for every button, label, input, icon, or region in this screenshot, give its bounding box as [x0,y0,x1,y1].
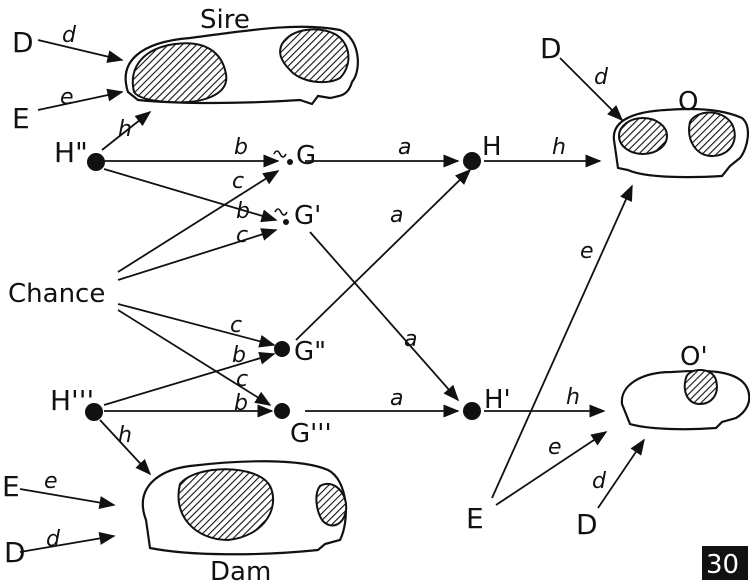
edge-h-ho: h [552,135,566,160]
edge-b-g3: b [234,391,248,416]
edge-d-o: d [594,65,609,90]
side-e-bottom: E [466,502,484,535]
dot-g [287,159,293,165]
dot-g1 [283,219,289,225]
label-g3: G''' [290,419,332,449]
arrow-e-to-sire [37,88,124,111]
edge-a-gh: a [398,135,411,160]
side-e-dam: E [2,470,20,503]
arrow-h2-to-sire [101,110,152,151]
dot-h1 [463,402,481,420]
label-g2: G" [294,337,326,367]
squiggle-g1 [274,208,288,216]
edge-b-g: b [234,135,248,160]
edge-d-dam: d [46,527,61,552]
arrow-d-to-o [559,57,624,122]
arrow-e-to-dam [19,488,116,509]
edge-c-g: c [232,169,244,194]
side-e-sire: E [12,102,30,135]
side-d-o1: D [576,508,598,541]
edge-h-dam: h [118,423,132,448]
arrows [19,39,645,553]
dot-g2 [274,341,290,357]
arrow-e-to-o [491,184,633,499]
edge-h-h1o1: h [566,385,580,410]
edge-b-g2: b [232,343,246,368]
label-o: O [678,87,698,117]
arrow-chance-to-g2 [117,303,276,348]
label-dam: Dam [210,557,271,581]
dot-h3 [85,403,103,421]
label-sire: Sire [200,5,250,35]
label-chance: Chance [8,279,105,309]
side-d-sire: D [12,26,34,59]
o-guinea-pig [612,107,749,179]
sire-guinea-pig [124,25,359,106]
node-dots [85,152,481,421]
edge-e-o1: e [548,435,562,460]
edge-a-g1h1: a [404,327,417,352]
dot-g3 [274,403,290,419]
page-badge-box [702,546,748,580]
arrow-d-to-o1 [597,438,645,509]
arrow-h2-to-g1 [103,168,278,223]
edge-h-sire: h [118,117,132,142]
label-h3: H''' [50,384,94,417]
arrow-d-to-sire [37,39,124,63]
arrow-d-to-dam [19,532,116,553]
label-h1: H' [484,385,511,415]
label-g1: G' [294,201,321,231]
edge-e-o: e [580,239,594,264]
edge-d-sire: d [62,23,77,48]
edge-d-o1: d [592,469,607,494]
arrow-e-to-o1 [495,431,608,506]
edge-c-g1: c [236,223,248,248]
arrow-chance-to-g3 [117,309,272,406]
edge-e-sire: e [60,85,74,110]
arrow-h3-to-dam [99,419,152,476]
arrow-g2-to-h [295,168,472,341]
label-o1: O' [680,342,708,372]
arrow-h3-to-g2 [103,351,276,406]
edge-a-g3h1: a [390,386,403,411]
arrow-chance-to-g1 [117,228,278,281]
dot-h2 [87,153,105,171]
o1-guinea-pig [620,369,750,431]
edge-c-g3: c [236,367,248,392]
side-d-o: D [540,32,562,65]
dot-h [463,152,481,170]
squiggle-g [273,150,287,158]
page-badge: 30 [706,550,739,580]
side-d-dam: D [4,536,26,569]
label-g: G [296,141,316,171]
label-h: H [482,132,502,162]
arrow-g1-to-h1 [309,231,460,402]
edge-e-dam: e [44,469,58,494]
arrow-chance-to-g [117,170,280,273]
label-h2: H" [54,136,88,169]
edge-a-g2h: a [390,203,403,228]
dam-guinea-pig [141,460,348,556]
edge-b-g1: b [236,199,250,224]
edge-c-g2: c [230,313,242,338]
